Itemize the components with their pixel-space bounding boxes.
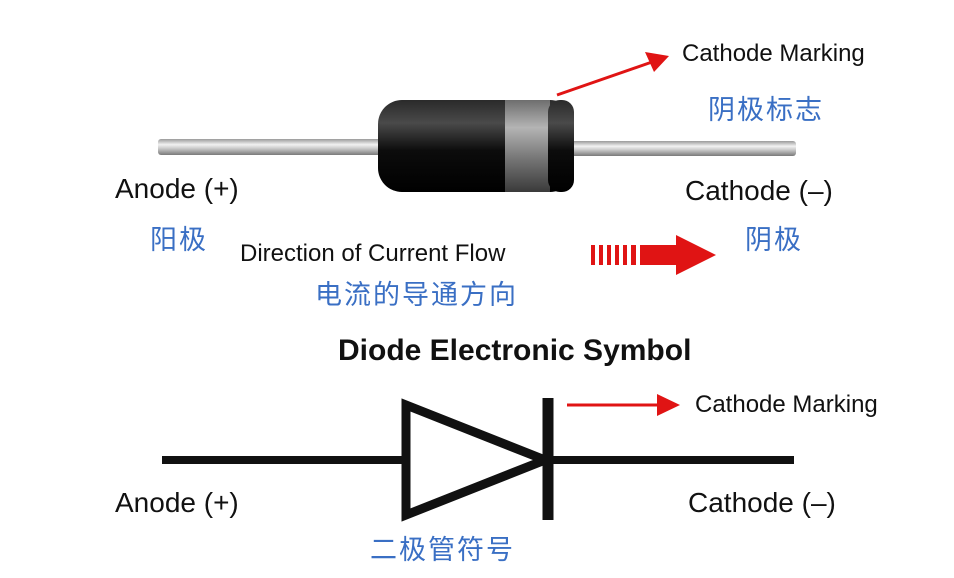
cathode-label-cn: 阴极 bbox=[745, 225, 803, 256]
symbol-title: Diode Electronic Symbol bbox=[338, 334, 692, 367]
cathode-marking-label: Cathode Marking bbox=[682, 40, 865, 67]
current-flow-arrow-icon bbox=[591, 235, 716, 275]
current-flow-label-cn: 电流的导通方向 bbox=[315, 280, 518, 311]
diode-symbol-icon bbox=[162, 398, 794, 522]
cathode-marking-arrow-icon bbox=[556, 52, 669, 97]
symbol-cathode-label: Cathode (–) bbox=[688, 487, 836, 518]
cathode-label: Cathode (–) bbox=[685, 175, 833, 206]
current-flow-label: Direction of Current Flow bbox=[240, 240, 506, 267]
diode-body bbox=[378, 100, 574, 192]
symbol-triangle bbox=[401, 398, 558, 522]
anode-label: Anode (+) bbox=[115, 173, 239, 204]
anode-label-cn: 阳极 bbox=[150, 225, 208, 256]
symbol-cathode-marking-label: Cathode Marking bbox=[695, 391, 878, 418]
symbol-label-cn: 二极管符号 bbox=[370, 535, 515, 566]
symbol-cathode-marking-arrow-icon bbox=[567, 394, 680, 416]
anode-lead-wire bbox=[158, 139, 386, 155]
cathode-lead-wire bbox=[570, 141, 796, 156]
cathode-band bbox=[505, 100, 550, 192]
symbol-anode-label: Anode (+) bbox=[115, 487, 239, 518]
cathode-marking-label-cn: 阴极标志 bbox=[708, 95, 824, 126]
